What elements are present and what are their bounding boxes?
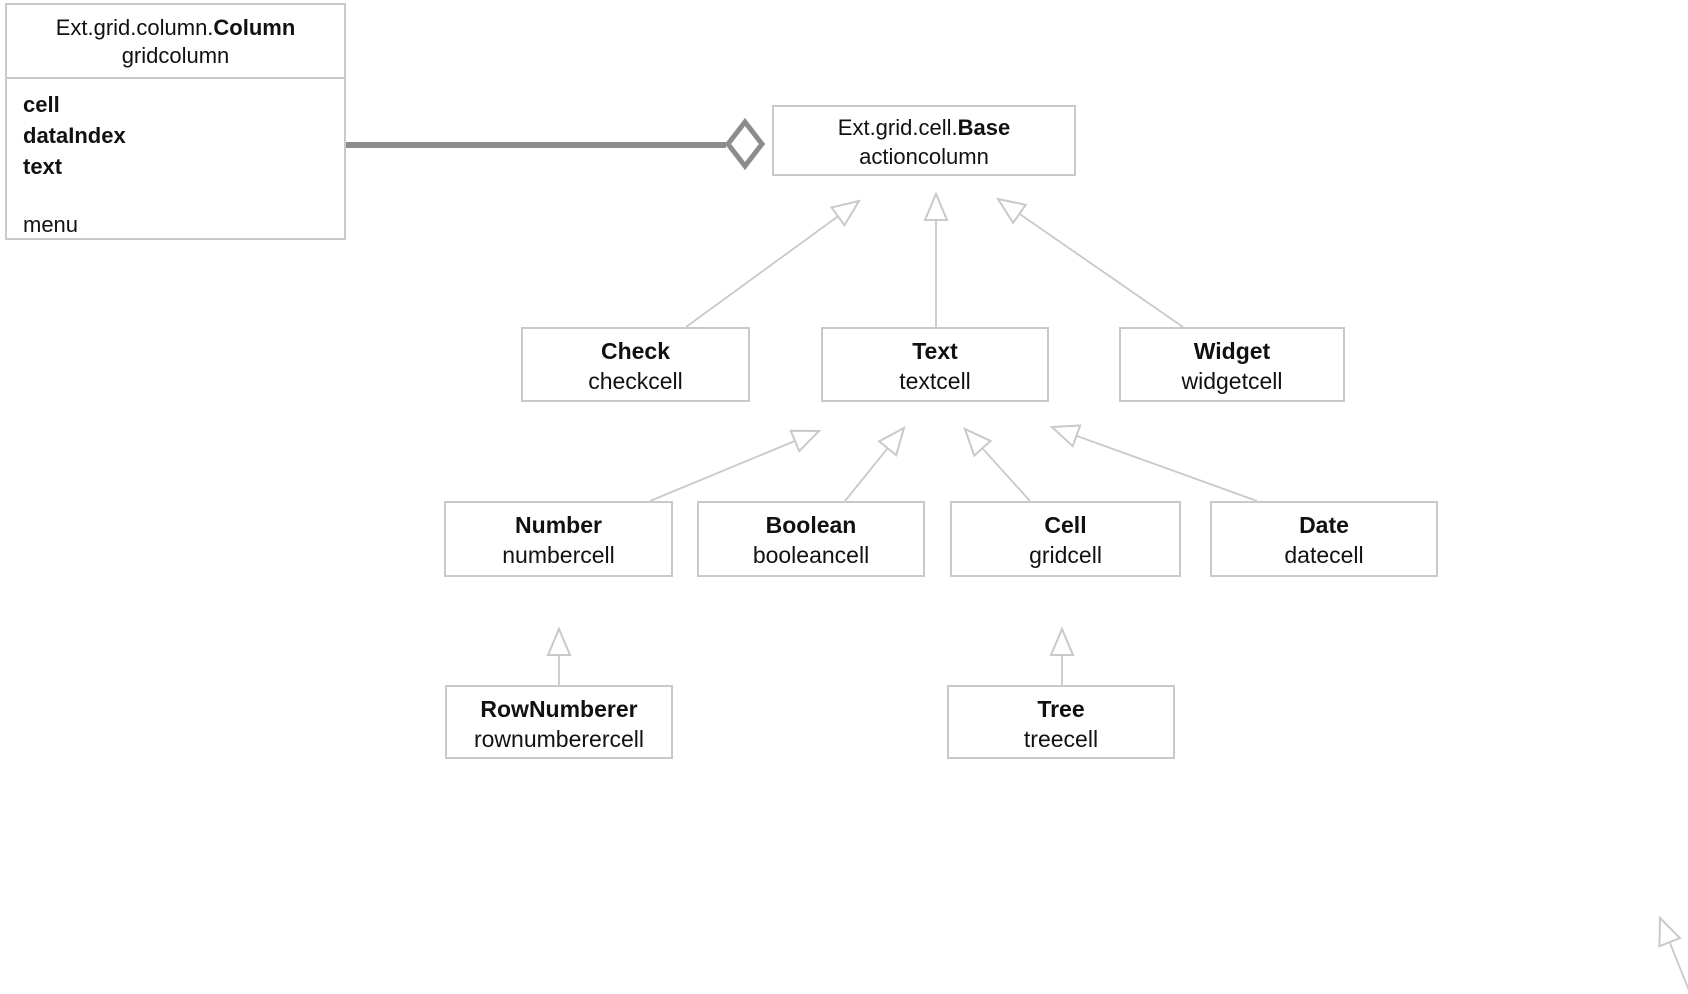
class-alias: gridcell xyxy=(1029,542,1102,568)
class-name: Cell xyxy=(1044,512,1087,538)
class-node-cell[interactable]: Cell gridcell xyxy=(950,501,1181,577)
class-name: Boolean xyxy=(765,512,857,538)
class-node-column[interactable]: Ext.grid.column.Column gridcolumn cell d… xyxy=(5,3,346,240)
inheritance-edge-date-text xyxy=(1049,424,1258,502)
class-name: Check xyxy=(600,338,671,364)
inheritance-edge-clipped-corner xyxy=(1658,915,1688,991)
class-alias: widgetcell xyxy=(1181,368,1283,394)
class-node-number[interactable]: Number numbercell xyxy=(444,501,673,577)
class-node-base-title: Ext.grid.cell.Base xyxy=(837,115,1011,140)
class-node-base-alias: actioncolumn xyxy=(859,144,989,169)
class-name: RowNumberer xyxy=(480,696,638,722)
class-node-date[interactable]: Date datecell xyxy=(1210,501,1438,577)
class-name: Tree xyxy=(1037,696,1085,722)
class-node-column-attributes: cell dataIndex text menu xyxy=(7,79,344,240)
attribute-menu: menu xyxy=(23,212,79,237)
inheritance-edge-boolean-text xyxy=(844,426,906,502)
inheritance-edge-cell-text xyxy=(963,427,1031,502)
class-alias: textcell xyxy=(899,368,971,394)
class-alias: checkcell xyxy=(588,368,683,394)
class-alias: datecell xyxy=(1284,542,1364,568)
class-node-text[interactable]: Text textcell xyxy=(821,327,1049,402)
inheritance-edge-widget-base xyxy=(995,197,1184,328)
attribute-cell: cell xyxy=(23,92,60,117)
aggregation-diamond-icon xyxy=(724,117,766,171)
class-node-widget[interactable]: Widget widgetcell xyxy=(1119,327,1345,402)
class-node-check[interactable]: Check checkcell xyxy=(521,327,750,402)
class-alias: rownumberercell xyxy=(473,726,644,752)
class-node-column-title: Ext.grid.column.Column xyxy=(55,15,296,40)
class-name: Text xyxy=(912,338,958,364)
class-name: Number xyxy=(515,512,602,538)
class-node-column-alias: gridcolumn xyxy=(121,43,230,68)
class-name: Widget xyxy=(1193,338,1271,364)
class-node-boolean[interactable]: Boolean booleancell xyxy=(697,501,925,577)
attribute-spacer xyxy=(23,182,344,209)
inheritance-edge-number-text xyxy=(649,429,822,502)
class-node-base[interactable]: Ext.grid.cell.Base actioncolumn xyxy=(772,105,1076,176)
inheritance-edge-check-base xyxy=(685,199,862,328)
class-node-tree[interactable]: Tree treecell xyxy=(947,685,1175,759)
class-alias: booleancell xyxy=(752,542,870,568)
class-alias: treecell xyxy=(1023,726,1099,752)
class-alias: numbercell xyxy=(502,542,615,568)
attribute-dataindex: dataIndex xyxy=(23,123,126,148)
attribute-text: text xyxy=(23,154,63,179)
class-node-column-header: Ext.grid.column.Column gridcolumn xyxy=(7,5,344,79)
class-name: Date xyxy=(1299,512,1349,538)
class-node-rownumberer[interactable]: RowNumberer rownumberercell xyxy=(445,685,673,759)
